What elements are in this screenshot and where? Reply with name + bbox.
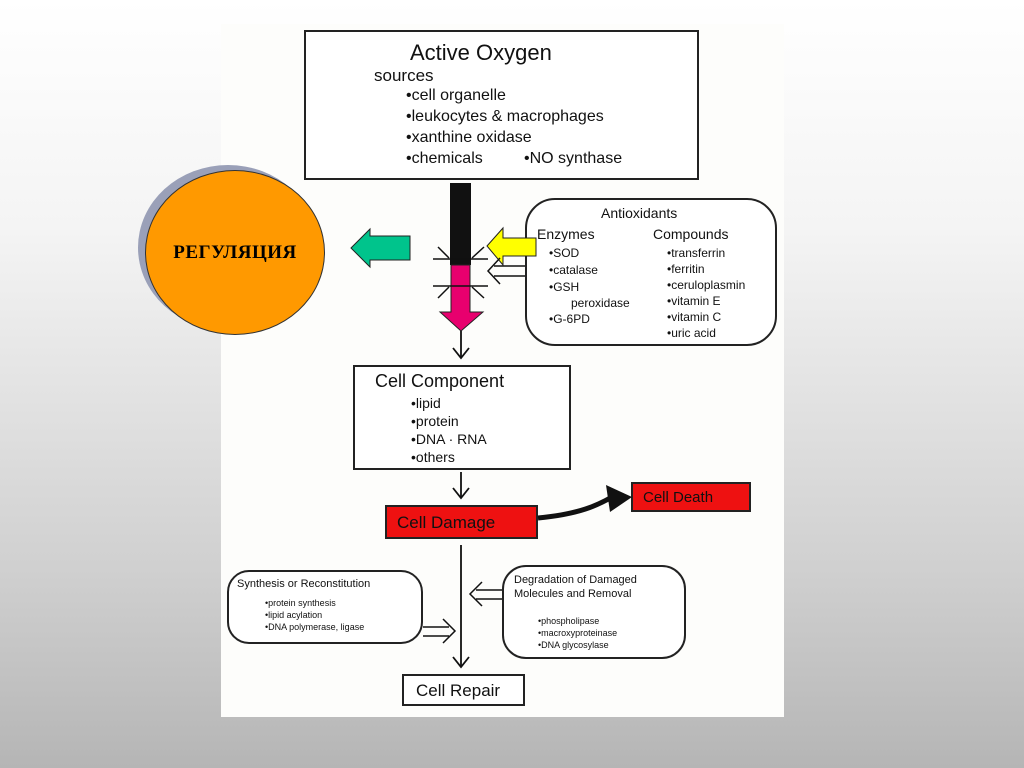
degradation-title-line2: Molecules and Removal [514,588,632,600]
synthesis-item: protein synthesis [265,598,336,608]
antioxidants-title: Antioxidants [601,205,678,221]
compound-item: vitamin E [667,294,720,308]
cell-damage-box: Cell Damage [385,505,538,539]
source-item: chemicals [406,150,483,168]
degradation-item: phospholipase [538,616,599,626]
degradation-item: DNA glycosylase [538,640,609,650]
active-oxygen-box: Active Oxygen sources cell organelle leu… [304,30,699,180]
enzyme-item: catalase [549,263,598,277]
component-item: DNA · RNA [411,431,487,447]
enzyme-item: SOD [549,246,579,260]
down-arrow-to-damage [452,472,470,500]
enzyme-item: peroxidase [571,296,630,310]
compound-item: ferritin [667,262,704,276]
source-item: leukocytes & macrophages [406,108,604,126]
active-oxygen-subtitle: sources [374,66,434,85]
synthesis-item: lipid acylation [265,610,322,620]
compound-item: ceruloplasmin [667,278,745,292]
oxygen-flow-bar [450,183,471,265]
active-oxygen-title: Active Oxygen [410,40,552,65]
compound-item: transferrin [667,246,725,260]
enzyme-item: GSH [549,280,579,294]
source-item: NO synthase [524,150,622,168]
regulation-label: РЕГУЛЯЦИЯ [173,241,297,263]
cell-death-box: Cell Death [631,482,751,512]
yellow-left-arrow [486,226,537,267]
synthesis-box: Synthesis or Reconstitution protein synt… [227,570,423,644]
down-arrow-to-repair [452,545,470,669]
green-left-arrow [350,227,411,269]
cell-damage-label: Cell Damage [397,513,496,532]
degradation-double-arrow [468,581,502,607]
arrow-to-cell-death [537,494,614,521]
enzymes-header: Enzymes [537,226,595,242]
compound-item: vitamin C [667,310,721,324]
synthesis-title: Synthesis or Reconstitution [237,578,371,590]
synthesis-item: DNA polymerase, ligase [265,622,364,632]
antioxidants-box: Antioxidants Enzymes Compounds SOD catal… [525,198,777,346]
component-item: others [411,449,455,465]
cell-repair-label: Cell Repair [416,681,501,700]
component-item: protein [411,413,459,429]
regulation-circle: РЕГУЛЯЦИЯ [145,170,325,335]
compound-item: uric acid [667,326,716,340]
degradation-title-line1: Degradation of Damaged [514,574,637,586]
cell-death-label: Cell Death [643,489,714,506]
cell-repair-box: Cell Repair [402,674,525,706]
down-arrow-to-component [452,331,470,360]
degradation-box: Degradation of Damaged Molecules and Rem… [502,565,686,659]
cell-component-title: Cell Component [375,371,505,391]
blocking-burst-icon [433,246,488,299]
enzyme-item: G-6PD [549,312,590,326]
synthesis-double-arrow [423,618,457,644]
arrowhead-cell-death [606,485,632,512]
source-item: cell organelle [406,87,506,105]
cell-component-box: Cell Component lipid protein DNA · RNA o… [353,365,571,470]
compounds-header: Compounds [653,226,729,242]
source-item: xanthine oxidase [406,129,532,147]
component-item: lipid [411,395,441,411]
antioxidant-inhibit-arrow [486,257,525,285]
magenta-down-arrow [438,264,485,332]
degradation-item: macroxyproteinase [538,628,617,638]
